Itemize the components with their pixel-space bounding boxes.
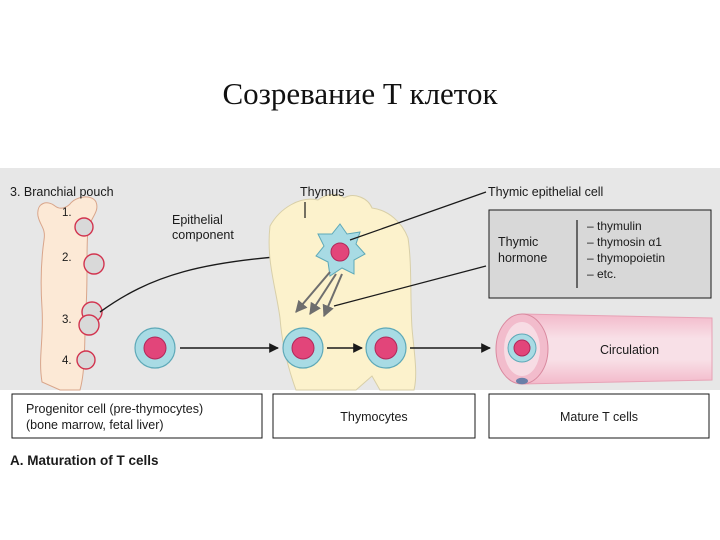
progenitor-caption-line2: (bone marrow, fetal liver) bbox=[26, 418, 164, 432]
thymic-hormone-label-line1: Thymic bbox=[498, 235, 538, 249]
mature-caption: Mature T cells bbox=[560, 410, 638, 424]
progenitor-caption-line1: Progenitor cell (pre-thymocytes) bbox=[26, 402, 203, 416]
circulation-label: Circulation bbox=[600, 343, 659, 357]
hormone-item-etc: – etc. bbox=[587, 267, 616, 281]
progenitor-caption-box bbox=[11, 393, 263, 439]
pouch-number-4: 4. bbox=[62, 355, 72, 367]
branchial-pouch bbox=[37, 196, 105, 391]
thymic-hormone-box bbox=[488, 209, 712, 299]
hormone-arrow-2 bbox=[309, 273, 337, 316]
progenitor-cell bbox=[134, 327, 176, 369]
t-cell-maturation-figure: 3. Branchial pouch 1. 2. 3. 4. Epithelia… bbox=[0, 168, 720, 478]
epithelial-component-label-line2: component bbox=[172, 228, 234, 242]
pouch-circle-2 bbox=[83, 253, 105, 275]
hormone-arrow-3 bbox=[322, 273, 343, 318]
thymic-epithelial-cell-label: Thymic epithelial cell bbox=[488, 185, 603, 199]
hormone-item-thymulin: – thymulin bbox=[587, 219, 642, 233]
figure-caption: A. Maturation of T cells bbox=[10, 453, 159, 468]
blood-vessel bbox=[495, 313, 713, 385]
mature-caption-box bbox=[488, 393, 710, 439]
thymocytes-caption-box bbox=[272, 393, 476, 439]
pouch-number-2: 2. bbox=[62, 252, 72, 264]
epithelial-component-label-line1: Epithelial bbox=[172, 213, 223, 227]
pouch-number-3: 3. bbox=[62, 314, 72, 326]
pouch-circle-1 bbox=[74, 217, 94, 237]
thymocytes-caption: Thymocytes bbox=[340, 410, 407, 424]
pouch-circle-4 bbox=[76, 350, 96, 370]
thymic-epithelial-cell-pointer bbox=[349, 191, 487, 241]
thymic-hormone-label-line2: hormone bbox=[498, 251, 547, 265]
hormone-arrow-1 bbox=[295, 271, 331, 313]
thymic-epithelial-cell bbox=[315, 223, 366, 277]
pouch-number-1: 1. bbox=[62, 207, 72, 219]
pouch-circle-3b bbox=[78, 314, 100, 336]
branchial-pouch-label: 3. Branchial pouch bbox=[10, 185, 114, 199]
thymic-epithelial-cell-nucleus bbox=[330, 242, 350, 262]
thymus-label: Thymus bbox=[300, 185, 344, 199]
hormone-item-thymopoietin: – thymopoietin bbox=[587, 251, 665, 265]
thymocyte-cell-2 bbox=[365, 327, 407, 369]
thymocyte-cell-1 bbox=[282, 327, 324, 369]
endothelial-nucleus bbox=[516, 377, 528, 385]
slide-title: Созревание Т клеток bbox=[222, 76, 498, 111]
hormone-pointer bbox=[333, 265, 487, 307]
hormone-item-thymosin: – thymosin α1 bbox=[587, 235, 662, 249]
